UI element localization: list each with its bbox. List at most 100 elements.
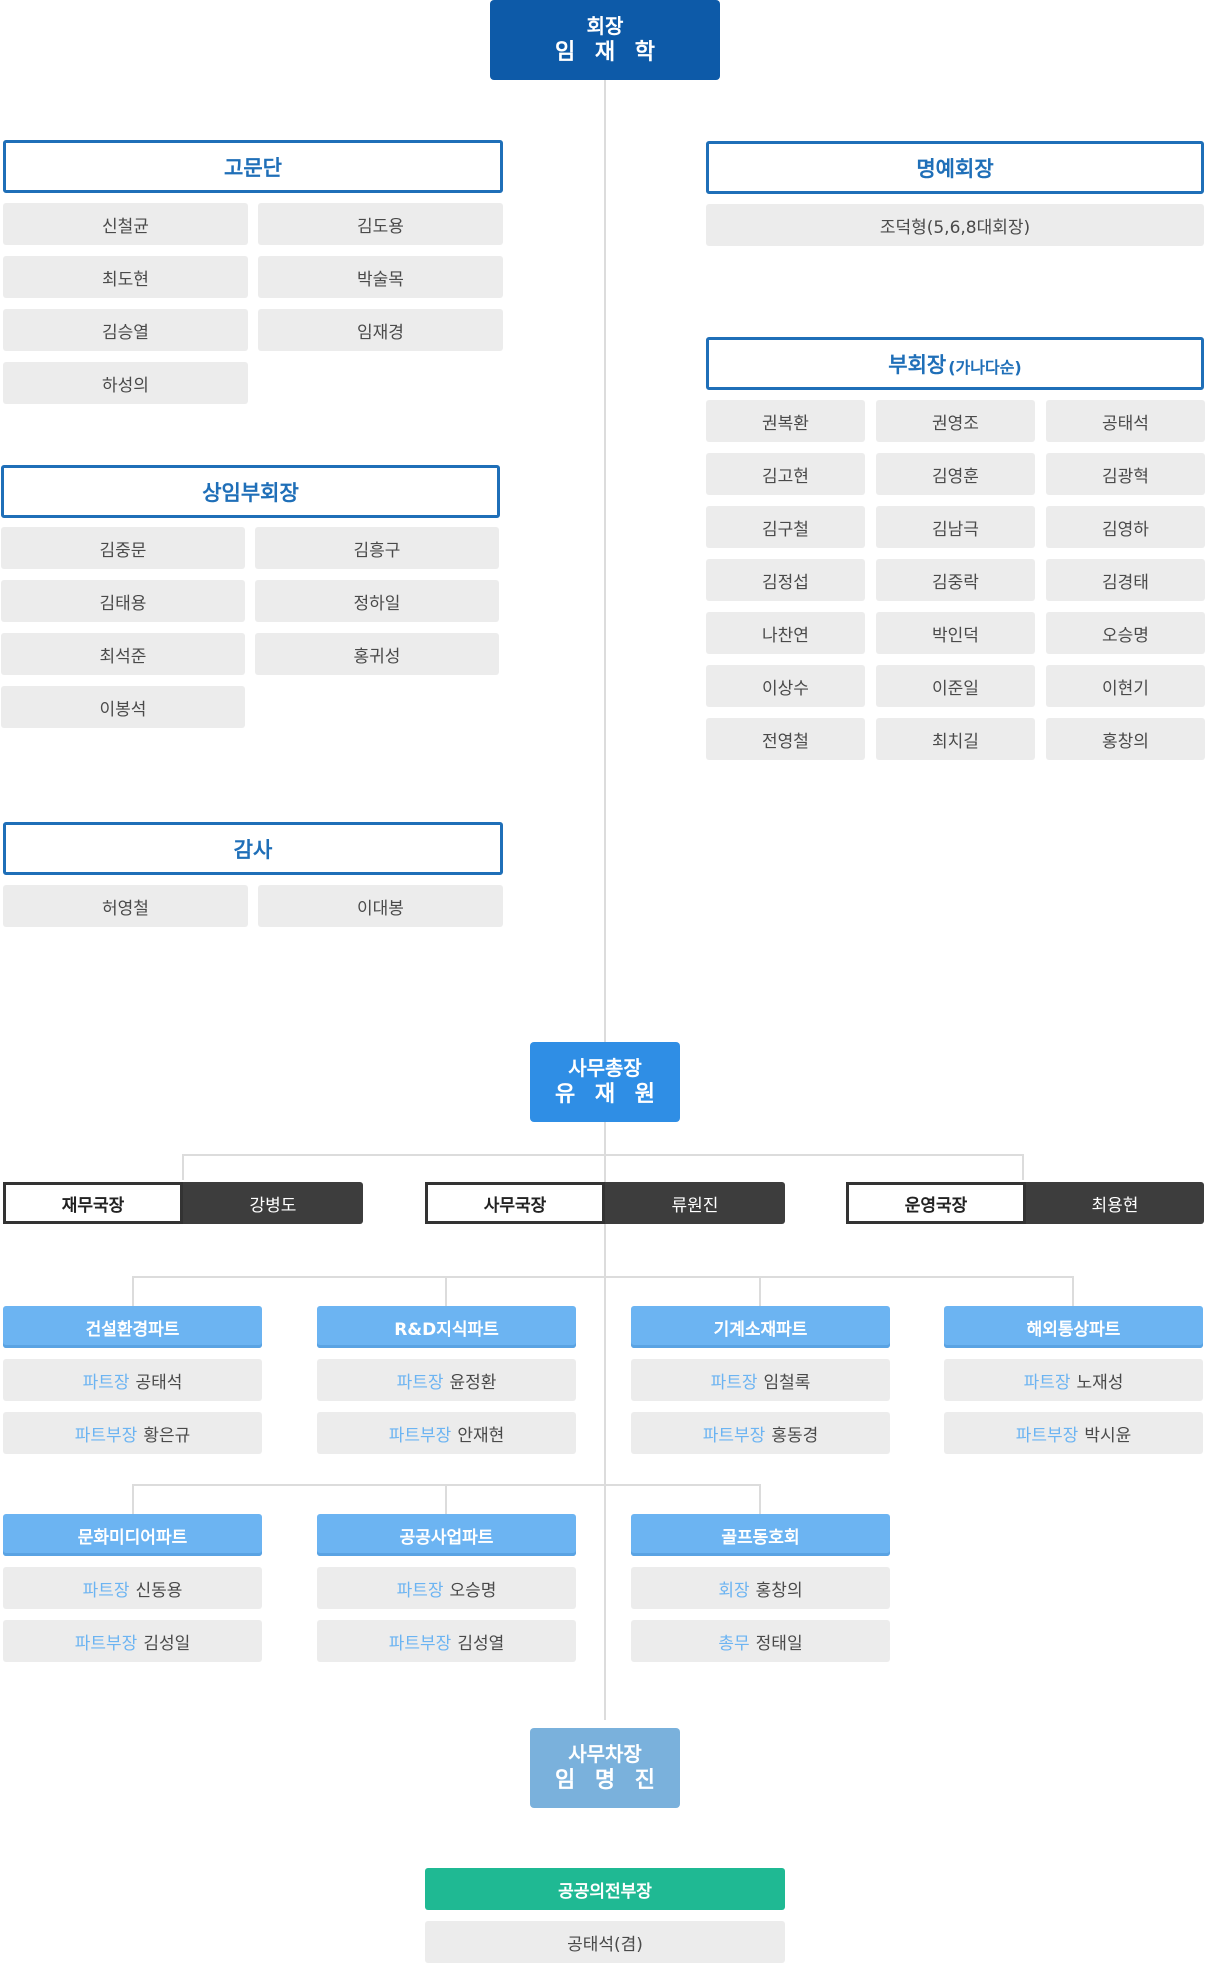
standing-vp-member: 이봉석 <box>1 686 245 728</box>
vice-president-member: 이준일 <box>876 665 1035 707</box>
part-role: 파트장 <box>396 1580 444 1601</box>
part-header: 문화미디어파트 <box>3 1514 262 1556</box>
part-role: 회장 <box>718 1580 750 1601</box>
vice-president-member: 김영훈 <box>876 453 1035 495</box>
vice-president-member: 김경태 <box>1046 559 1205 601</box>
vice-presidents-header: 부회장 (가나다순) <box>706 337 1204 390</box>
part-member-name: 홍동경 <box>771 1425 819 1446</box>
director-label: 재무국장 <box>3 1182 183 1224</box>
part-member-name: 오승명 <box>449 1580 497 1601</box>
directors-drop-right <box>1022 1154 1024 1180</box>
vice-president-member: 권영조 <box>876 400 1035 442</box>
parts-row1-drop-1 <box>132 1276 134 1306</box>
vice-president-member: 김고현 <box>706 453 865 495</box>
vice-president-member: 박인덕 <box>876 612 1035 654</box>
part-role: 파트부장 <box>388 1633 452 1654</box>
secretary-general-title: 사무총장 <box>568 1055 642 1080</box>
part-member-name: 임철록 <box>763 1372 811 1393</box>
vice-president-member: 김광혁 <box>1046 453 1205 495</box>
part-role: 파트부장 <box>74 1633 138 1654</box>
part-header: R&D지식파트 <box>317 1306 576 1348</box>
standing-vp-member: 김흥구 <box>255 527 499 569</box>
director-label: 사무국장 <box>425 1182 605 1224</box>
honorary-member: 조덕형(5,6,8대회장) <box>706 204 1204 246</box>
trunk-line <box>604 80 606 1720</box>
vice-president-member: 나찬연 <box>706 612 865 654</box>
part-role: 파트장 <box>82 1580 130 1601</box>
vice-presidents-subtitle: (가나다순) <box>948 357 1022 377</box>
public-affairs-member: 공태석(겸) <box>425 1921 785 1963</box>
vice-president-member: 김구철 <box>706 506 865 548</box>
director-name: 류원진 <box>605 1182 785 1224</box>
advisor-member: 신철균 <box>3 203 248 245</box>
auditor-member: 이대봉 <box>258 885 503 927</box>
part-member-name: 김성열 <box>457 1633 505 1654</box>
directors-branch-line <box>182 1154 1024 1156</box>
deputy-secretary-box: 사무차장 임 명 진 <box>530 1728 680 1808</box>
honorary-header: 명예회장 <box>706 141 1204 194</box>
part-header: 건설환경파트 <box>3 1306 262 1348</box>
vice-president-member: 김중락 <box>876 559 1035 601</box>
parts-row1-drop-2 <box>445 1276 447 1306</box>
part-header: 골프동호회 <box>631 1514 890 1556</box>
standing-vp-title: 상임부회장 <box>202 480 299 505</box>
vice-president-member: 권복환 <box>706 400 865 442</box>
parts-row2-drop-3 <box>759 1484 761 1514</box>
advisor-member: 박술목 <box>258 256 503 298</box>
parts-row2-drop-2 <box>445 1484 447 1514</box>
director-name: 최용현 <box>1026 1182 1204 1224</box>
parts-row1-branch-line <box>132 1276 1074 1278</box>
part-role: 파트장 <box>710 1372 758 1393</box>
director-name: 강병도 <box>183 1182 363 1224</box>
vice-president-member: 홍창의 <box>1046 718 1205 760</box>
advisor-member: 최도현 <box>3 256 248 298</box>
public-affairs-header: 공공의전부장 <box>425 1868 785 1910</box>
advisors-title: 고문단 <box>224 155 282 180</box>
standing-vp-member: 정하일 <box>255 580 499 622</box>
vice-president-member: 이상수 <box>706 665 865 707</box>
part-header: 기계소재파트 <box>631 1306 890 1348</box>
advisor-member: 임재경 <box>258 309 503 351</box>
vice-president-member: 오승명 <box>1046 612 1205 654</box>
chairman-title: 회장 <box>586 13 624 38</box>
chairman-box: 회장 임 재 학 <box>490 0 720 80</box>
standing-vp-member: 최석준 <box>1 633 245 675</box>
part-role: 파트부장 <box>1015 1425 1079 1446</box>
chairman-name: 임 재 학 <box>554 39 662 65</box>
standing-vp-member: 김중문 <box>1 527 245 569</box>
parts-row1-drop-3 <box>759 1276 761 1306</box>
part-member-name: 공태석 <box>135 1372 183 1393</box>
advisors-header: 고문단 <box>3 140 503 193</box>
vice-president-member: 전영철 <box>706 718 865 760</box>
standing-vp-member: 홍귀성 <box>255 633 499 675</box>
vice-president-member: 김영하 <box>1046 506 1205 548</box>
auditors-title: 감사 <box>233 837 273 862</box>
part-member-name: 윤정환 <box>449 1372 497 1393</box>
director-label: 운영국장 <box>846 1182 1026 1224</box>
standing-vp-header: 상임부회장 <box>1 465 500 518</box>
part-role: 파트부장 <box>702 1425 766 1446</box>
secretary-general-box: 사무총장 유 재 원 <box>530 1042 680 1122</box>
part-role: 총무 <box>718 1633 750 1654</box>
part-member-name: 황은규 <box>143 1425 191 1446</box>
secretary-general-name: 유 재 원 <box>554 1081 662 1107</box>
vice-presidents-title: 부회장 <box>888 352 947 377</box>
part-member-name: 신동용 <box>135 1580 183 1601</box>
deputy-secretary-title: 사무차장 <box>568 1741 642 1766</box>
auditor-member: 허영철 <box>3 885 248 927</box>
part-member-name: 박시윤 <box>1084 1425 1132 1446</box>
advisor-member: 하성의 <box>3 362 248 404</box>
directors-drop-left <box>182 1154 184 1180</box>
parts-row1-drop-4 <box>1072 1276 1074 1306</box>
auditors-header: 감사 <box>3 822 503 875</box>
part-member-name: 정태일 <box>755 1633 803 1654</box>
vice-president-member: 공태석 <box>1046 400 1205 442</box>
standing-vp-member: 김태용 <box>1 580 245 622</box>
